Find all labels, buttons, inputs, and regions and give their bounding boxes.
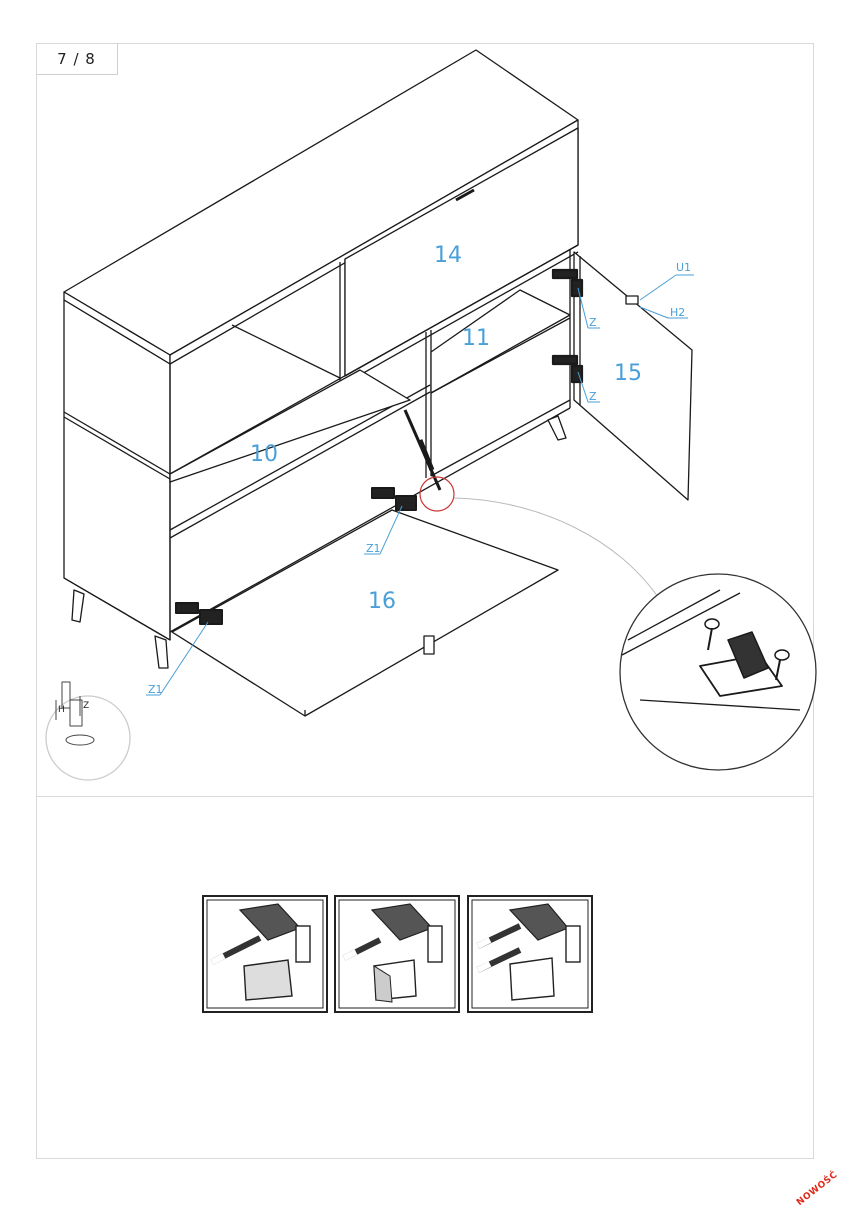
hardware-label-z-upper: Z: [589, 316, 597, 329]
page-number: 7 / 8: [36, 43, 118, 75]
part-label-15: 15: [614, 361, 642, 386]
step-panel-1: [202, 895, 328, 1013]
part-label-11: 11: [462, 326, 490, 351]
part-label-10: 10: [250, 442, 278, 467]
detail-hinge-inset: [45, 695, 131, 781]
leg-front-left: [154, 635, 169, 669]
hardware-label-u1: U1: [676, 261, 691, 274]
section-divider: [36, 796, 814, 797]
inset-label-z: Z: [83, 701, 89, 711]
leg-right: [547, 415, 567, 441]
door-panel-15: [573, 251, 693, 501]
inset-label-h: H: [58, 705, 65, 715]
assembly-drawing: 14 11 10 15 16 U1 H2 Z Z Z1 Z1 H Z: [45, 49, 817, 781]
hardware-label-z-lower: Z: [589, 390, 597, 403]
hardware-label-z1-middle: Z1: [366, 542, 381, 555]
hardware-label-z1-left: Z1: [148, 683, 163, 696]
hinge-mounting-steps: [202, 895, 593, 1013]
leg-back-left: [71, 589, 85, 623]
part-label-16: 16: [368, 589, 396, 614]
part-label-14: 14: [434, 243, 462, 268]
page-frame: [36, 43, 814, 1159]
shelf-10: [169, 369, 411, 483]
hardware-label-h2: H2: [670, 306, 685, 319]
step-panel-3: [467, 895, 593, 1013]
step-panel-2: [334, 895, 460, 1013]
flap-panel-16: [171, 509, 559, 717]
